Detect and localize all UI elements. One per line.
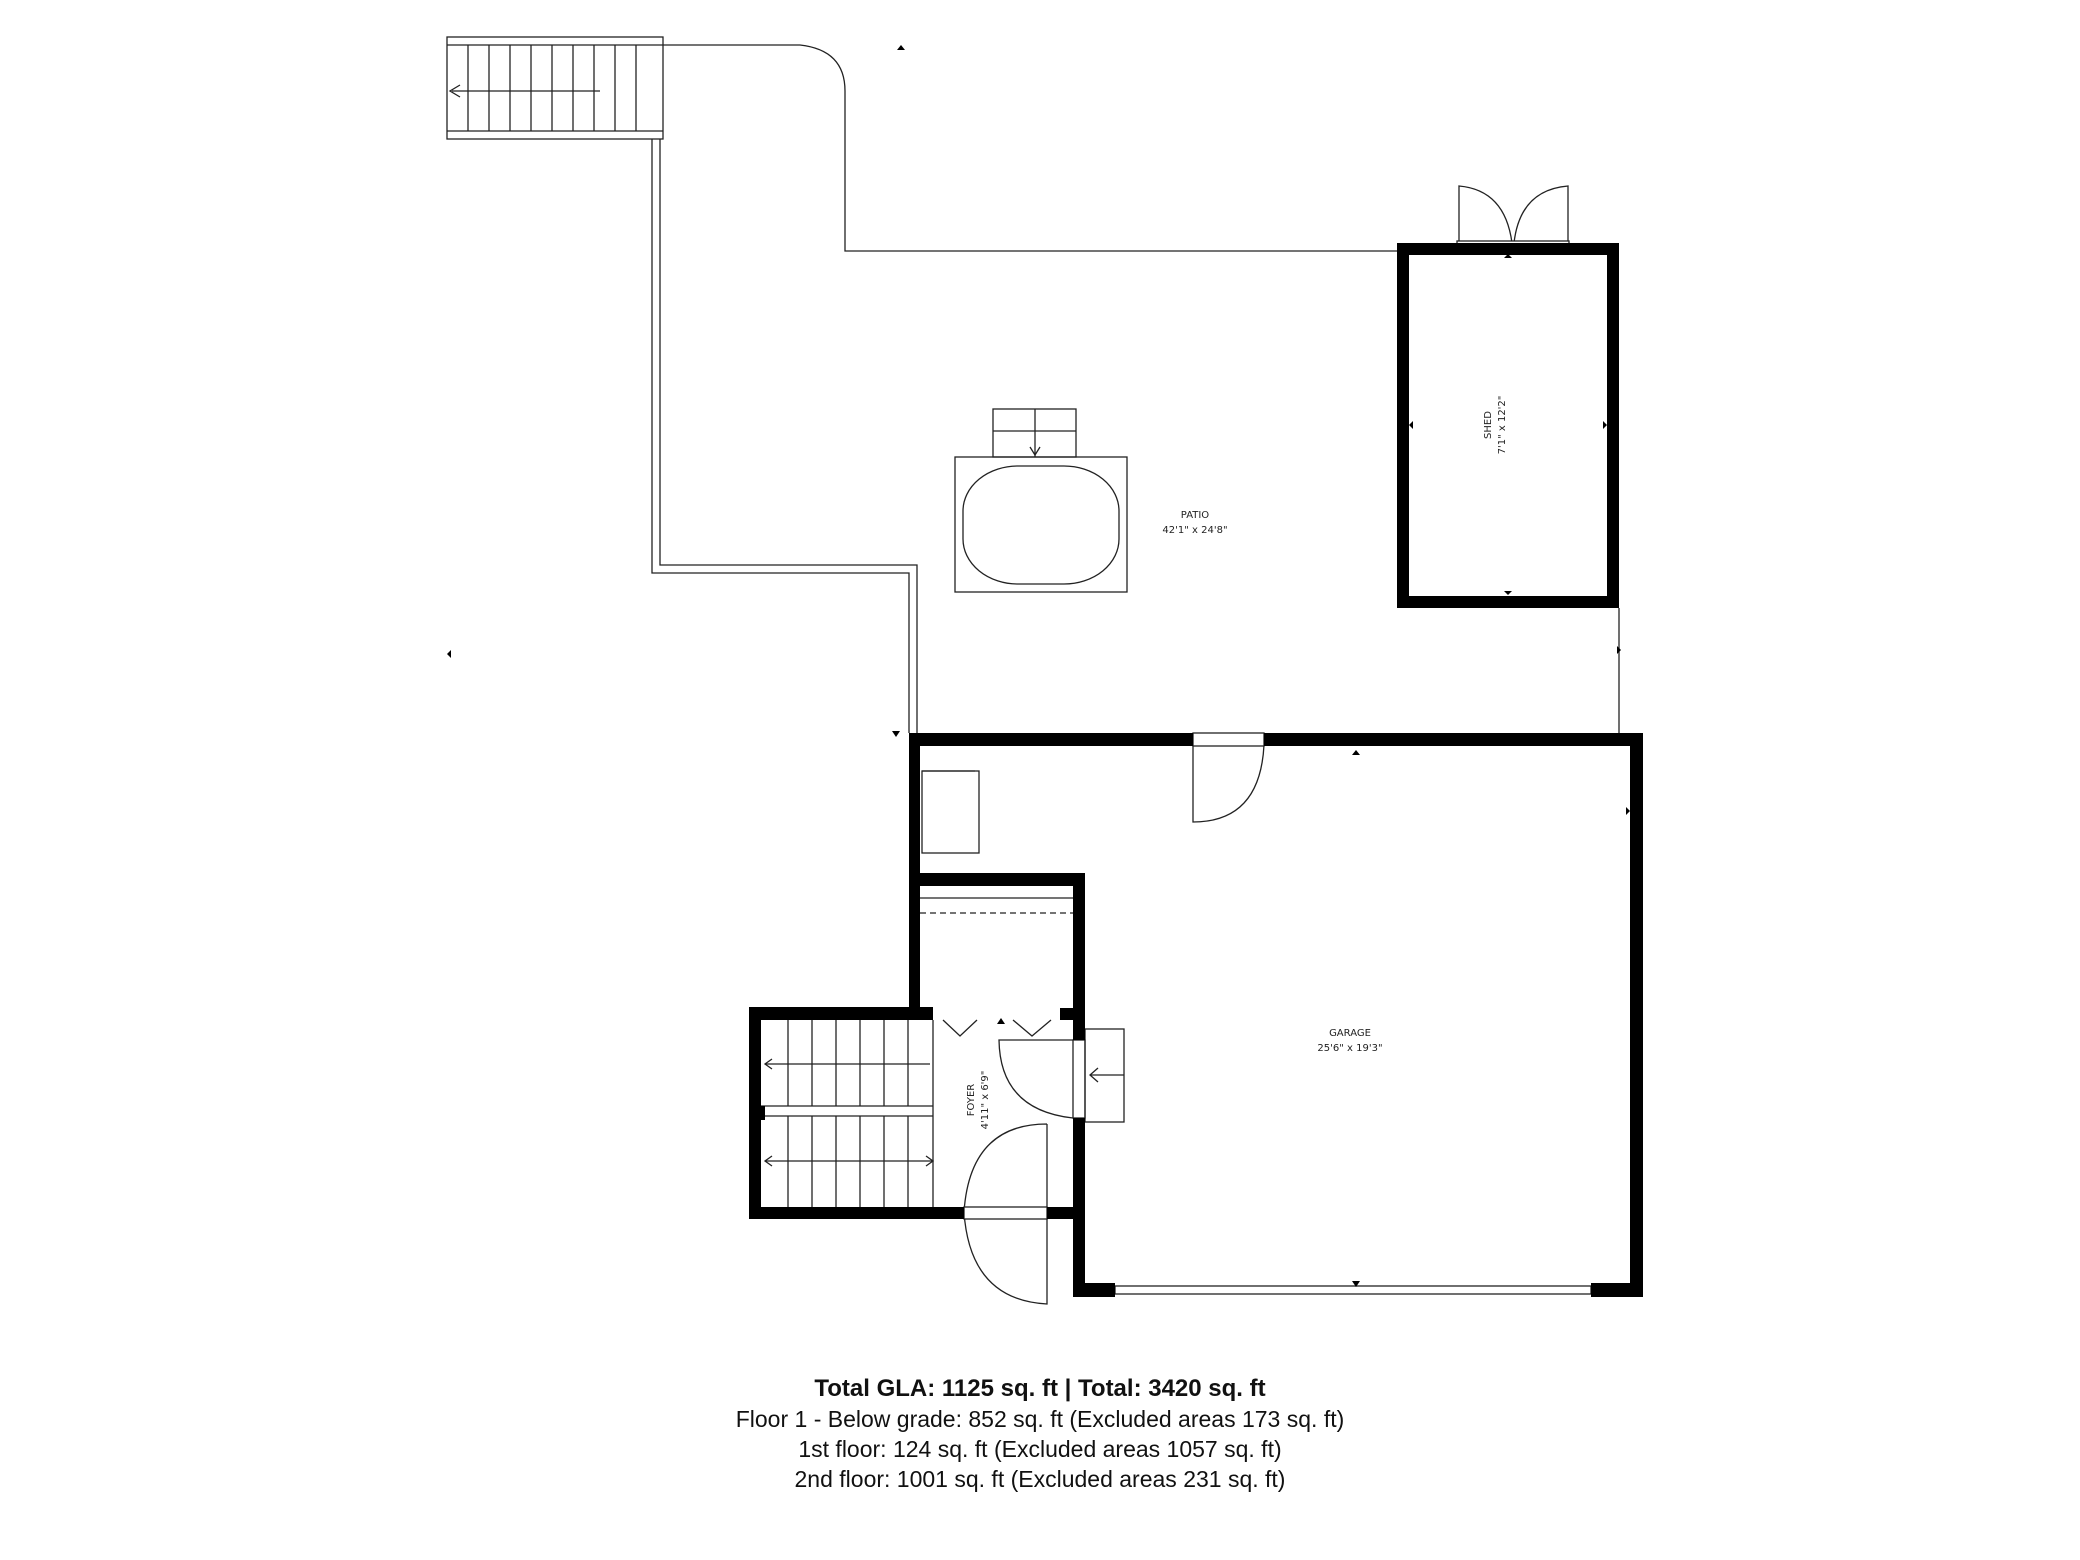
foyer-dims: 4'11" x 6'9" [980, 1071, 991, 1130]
foyer-label: FOYER [966, 1084, 977, 1117]
interior-stairs [761, 1020, 935, 1207]
patio-label: PATIO [1181, 510, 1210, 521]
garage-door-swing [1192, 744, 1265, 823]
first-floor-area: 1st floor: 124 sq. ft (Excluded areas 10… [798, 1436, 1282, 1462]
patio-outline [663, 44, 1397, 252]
second-floor-area: 2nd floor: 1001 sq. ft (Excluded areas 2… [794, 1466, 1286, 1492]
patio-dims: 42'1" x 24'8" [1162, 525, 1227, 536]
total-area: Total GLA: 1125 sq. ft | Total: 3420 sq.… [814, 1375, 1266, 1402]
garage-overhead-door [1114, 1285, 1592, 1295]
shed-dims: 7'1" x 12'2" [1497, 396, 1508, 455]
hot-tub [954, 408, 1128, 593]
shed-label: SHED [1483, 411, 1494, 439]
garage-dims: 25'6" x 19'3" [1317, 1043, 1382, 1054]
floor-below-grade-area: Floor 1 - Below grade: 852 sq. ft (Exclu… [735, 1406, 1345, 1432]
garage-label: GARAGE [1329, 1028, 1371, 1039]
walls [749, 243, 1643, 1297]
shed-door [1456, 185, 1570, 252]
area-summary: Total GLA: 1125 sq. ft | Total: 3420 sq.… [0, 1374, 2080, 1494]
top-stairs [446, 36, 664, 140]
